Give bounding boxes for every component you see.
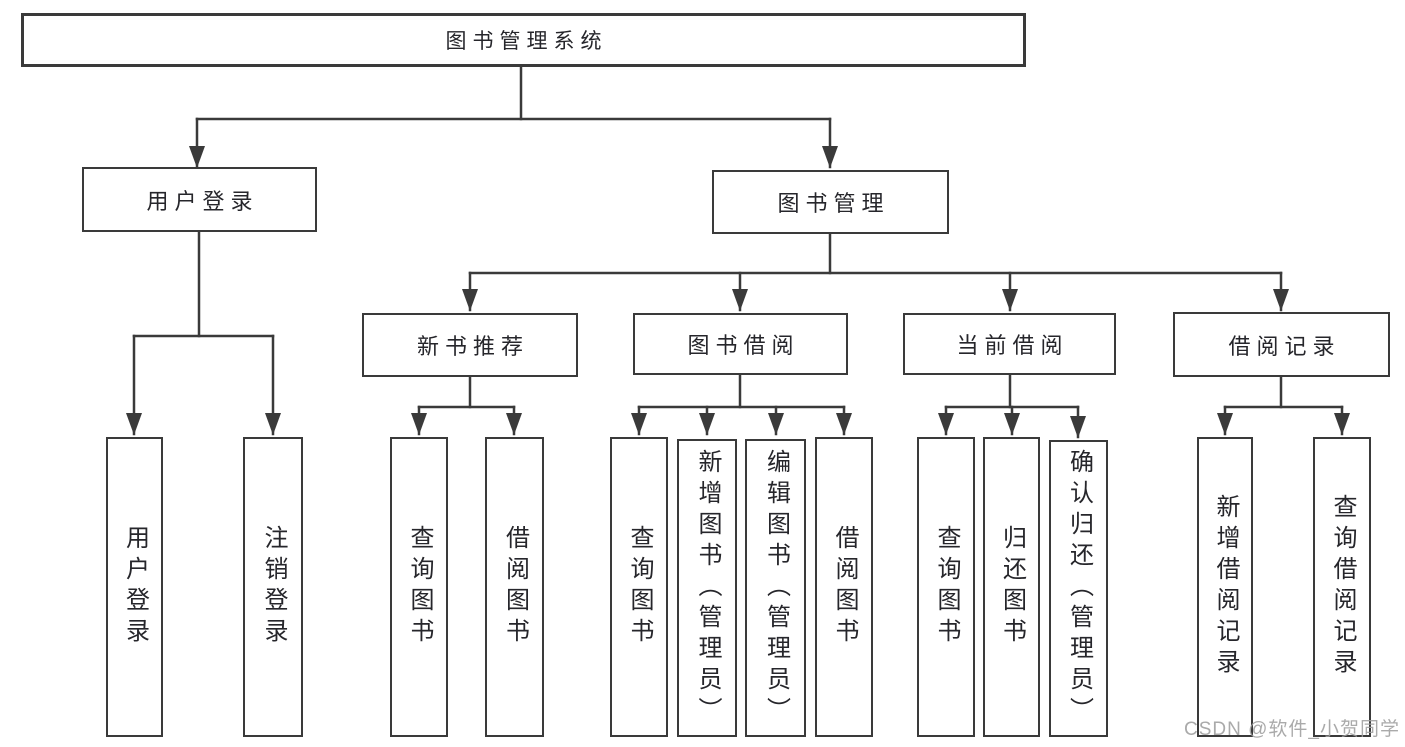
- node-leaf-cb-return-book: 归还图书: [983, 437, 1040, 737]
- leaf-label: 注销登录: [260, 525, 287, 649]
- leaf-label: 查询图书: [406, 525, 433, 649]
- leaf-label: 确认归还（管理员）: [1065, 449, 1093, 728]
- node-leaf-bb-query-book: 查询图书: [610, 437, 668, 737]
- leaf-label: 新增借阅记录: [1212, 494, 1239, 680]
- node-leaf-br-query-record: 查询借阅记录: [1313, 437, 1371, 737]
- node-new-book-recommend: 新书推荐: [362, 313, 578, 377]
- node-leaf-logout: 注销登录: [243, 437, 303, 737]
- leaf-label: 用户登录: [121, 525, 149, 649]
- node-leaf-user-login: 用户登录: [106, 437, 163, 737]
- leaf-label: 查询图书: [933, 525, 960, 649]
- leaf-label: 归还图书: [998, 525, 1026, 649]
- node-leaf-cb-query-book: 查询图书: [917, 437, 975, 737]
- node-leaf-cb-confirm-return: 确认归还（管理员）: [1049, 440, 1108, 737]
- node-book-management: 图书管理: [712, 170, 949, 234]
- leaf-label: 查询图书: [626, 525, 653, 649]
- node-leaf-bb-add-book: 新增图书（管理员）: [677, 439, 737, 737]
- node-current-borrow: 当前借阅: [903, 313, 1116, 375]
- leaf-label: 借阅图书: [831, 525, 858, 649]
- node-user-login: 用户登录: [82, 167, 317, 232]
- node-leaf-nb-borrow-book: 借阅图书: [485, 437, 544, 737]
- leaf-label: 编辑图书（管理员）: [762, 448, 790, 728]
- node-book-borrow: 图书借阅: [633, 313, 848, 375]
- csdn-watermark: CSDN @软件_小贺同学: [1184, 719, 1400, 740]
- node-leaf-bb-borrow-book: 借阅图书: [815, 437, 873, 737]
- node-borrow-record: 借阅记录: [1173, 312, 1390, 377]
- leaf-label: 查询借阅记录: [1329, 494, 1356, 680]
- node-leaf-bb-edit-book: 编辑图书（管理员）: [745, 439, 806, 737]
- leaf-label: 新增图书（管理员）: [694, 448, 721, 728]
- node-leaf-br-add-record: 新增借阅记录: [1197, 437, 1253, 737]
- node-library-management-system: 图书管理系统: [21, 13, 1026, 67]
- node-leaf-nb-query-book: 查询图书: [390, 437, 448, 737]
- leaf-label: 借阅图书: [501, 525, 529, 649]
